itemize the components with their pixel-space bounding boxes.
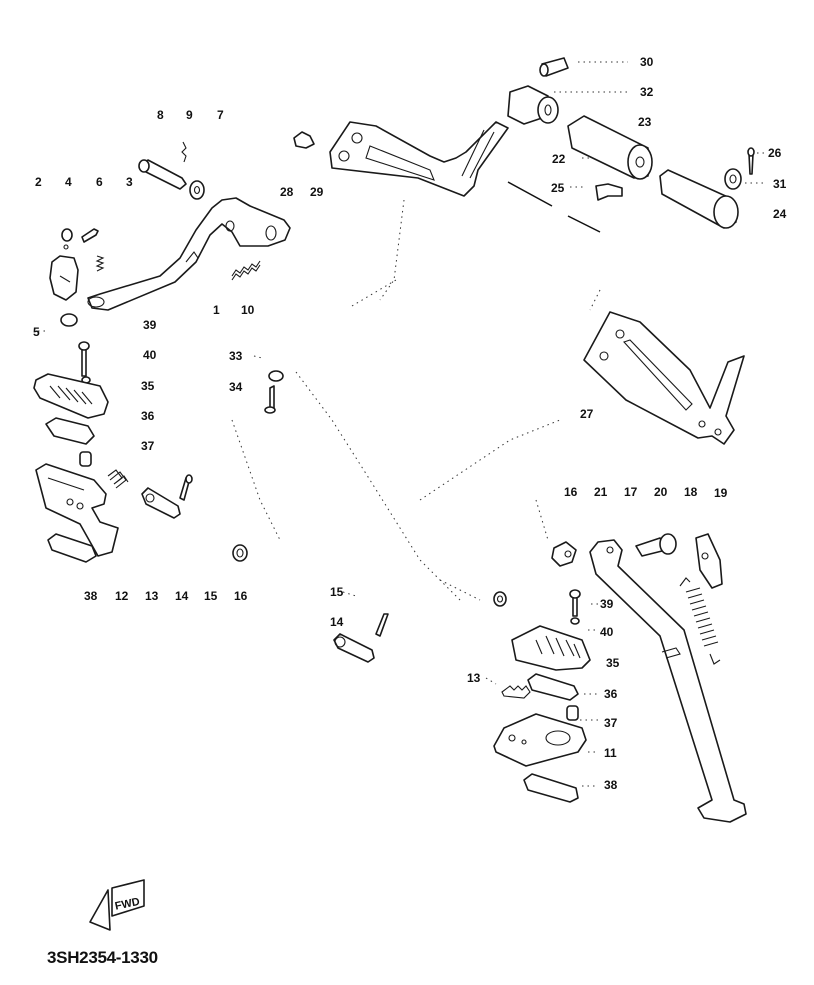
footrest-pin-part[interactable] [141, 487, 181, 519]
ring-part [60, 313, 78, 327]
brake-pedal-part[interactable] [87, 197, 291, 311]
callout-35-left: 35 [141, 379, 155, 393]
center-fasteners [264, 370, 284, 414]
footrest-bracket-27-group [583, 311, 745, 445]
callout-1: 1 [213, 303, 220, 317]
callout-4: 4 [65, 175, 72, 189]
drawing-code: 3SH2354-1330 [47, 948, 158, 967]
nut-part [61, 228, 73, 242]
front-footrest-bracket-group [293, 121, 509, 197]
side-stand-spring-part [679, 577, 721, 665]
callout-23: 23 [638, 115, 652, 129]
callout-37-left: 37 [141, 439, 155, 453]
footrest-grip-group [507, 57, 755, 233]
callout-15-center: 15 [330, 585, 344, 599]
callout-5: 5 [33, 325, 40, 339]
cotter-pin-part [181, 141, 187, 163]
callout-39-right: 39 [600, 597, 614, 611]
washer-31-part [724, 168, 742, 190]
callout-11: 11 [604, 746, 617, 760]
footrest-bracket-27-part[interactable] [583, 311, 745, 445]
callout-24: 24 [773, 207, 787, 221]
callout-38-right: 38 [604, 778, 618, 792]
callout-36-left: 36 [141, 409, 155, 423]
callout-7: 7 [217, 108, 224, 122]
callout-leaders [38, 61, 764, 787]
assembly-centerlines [231, 199, 601, 601]
callout-12: 12 [115, 589, 129, 603]
callout-39-left: 39 [143, 318, 157, 332]
callout-20: 20 [654, 485, 668, 499]
cotter-pin-26-part [748, 153, 754, 175]
brake-pedal-group [49, 141, 291, 327]
fwd-direction-marker: FWD [89, 879, 145, 931]
callout-33: 33 [229, 349, 243, 363]
callout-27: 27 [580, 407, 594, 421]
clevis-pin-part [81, 228, 99, 243]
washer-16-part [232, 544, 248, 562]
callout-16-left: 16 [234, 589, 248, 603]
callout-38-left: 38 [84, 589, 98, 603]
callout-3: 3 [126, 175, 133, 189]
side-stand-part[interactable] [589, 539, 747, 823]
side-stand-group [333, 533, 747, 823]
callout-13-right: 13 [467, 671, 481, 685]
bolt-25-part [595, 183, 623, 201]
washer-32-part [537, 96, 559, 124]
callout-32: 32 [640, 85, 654, 99]
callout-14-left: 14 [175, 589, 189, 603]
callout-25: 25 [551, 181, 565, 195]
callout-30: 30 [640, 55, 654, 69]
callout-labels: 30 32 23 22 25 26 31 24 8 9 7 2 4 6 3 28… [33, 55, 787, 792]
callout-26: 26 [768, 146, 782, 160]
callout-40-left: 40 [143, 348, 157, 362]
right-footrest-plate-part [527, 673, 579, 701]
callout-22: 22 [552, 152, 566, 166]
callout-29: 29 [310, 185, 324, 199]
callout-16-right: 16 [564, 485, 578, 499]
right-footrest-bracket-part[interactable] [493, 713, 587, 767]
callout-8: 8 [157, 108, 164, 122]
callout-40-right: 40 [600, 625, 614, 639]
footrest-bracket-29-part[interactable] [329, 121, 509, 197]
footrest-plate-part [45, 417, 95, 445]
callout-31: 31 [773, 177, 787, 191]
bush-16-part [551, 541, 577, 567]
callout-13-left: 13 [145, 589, 159, 603]
callout-28: 28 [280, 185, 294, 199]
plate-19-part [695, 533, 723, 589]
callout-17: 17 [624, 485, 638, 499]
callout-18: 18 [684, 485, 698, 499]
fwd-label: FWD [114, 896, 141, 913]
center-pin-14-part [333, 633, 375, 663]
callout-9: 9 [186, 108, 193, 122]
callout-37-right: 37 [604, 716, 618, 730]
callout-36-right: 36 [604, 687, 618, 701]
callout-34: 34 [229, 380, 243, 394]
return-spring-part [231, 260, 261, 281]
footrest-spring-part [107, 469, 129, 489]
bush-28-part [293, 131, 315, 149]
callout-14-center: 14 [330, 615, 344, 629]
footrest-rubber-part[interactable] [33, 373, 109, 419]
callout-19: 19 [714, 486, 728, 500]
left-footrest-bracket-part[interactable] [35, 463, 119, 557]
callout-35-right: 35 [606, 656, 620, 670]
right-footrest-spring-part [501, 685, 531, 699]
lower-plate-part [47, 533, 97, 563]
callout-10: 10 [241, 303, 255, 317]
callout-15-left: 15 [204, 589, 218, 603]
callout-2: 2 [35, 175, 42, 189]
callout-21: 21 [594, 485, 608, 499]
right-lower-plate-part [523, 773, 579, 803]
washer-part[interactable] [189, 180, 205, 200]
callout-6: 6 [96, 175, 103, 189]
left-footrest-group [33, 341, 248, 563]
